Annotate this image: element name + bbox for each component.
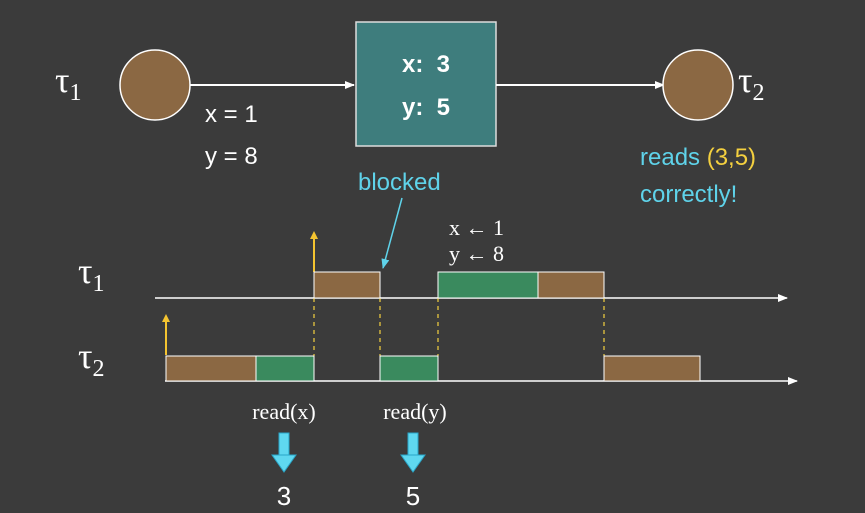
timeline-task2-label: τ2 — [78, 336, 104, 382]
reads-values: (3,5) — [707, 144, 756, 171]
task1-node — [119, 49, 191, 121]
reads-result-line2: correctly! — [640, 181, 737, 208]
read-y-label: read(y) — [383, 399, 447, 424]
assign-x-label: x ← 1 — [449, 215, 504, 240]
task1-segment-brown — [313, 271, 381, 299]
task2-segment-green — [379, 355, 439, 382]
buffer-box — [355, 21, 497, 147]
task2-segment-green — [255, 355, 315, 382]
task1-segment-brown — [537, 271, 605, 299]
task2-segment-brown — [165, 355, 257, 382]
buffer-y-value: y: 5 — [402, 94, 450, 121]
buffer-x-value: x: 3 — [402, 51, 450, 78]
down-arrow-icon — [271, 432, 297, 473]
reads-result-line1: reads (3,5) — [640, 144, 756, 171]
result-x-value: 3 — [277, 481, 291, 511]
task1-segment-green — [437, 271, 539, 299]
write-y-label: y = 8 — [205, 143, 258, 170]
down-arrow-icon — [400, 432, 426, 473]
blocked-pointer-arrow — [381, 197, 403, 269]
timeline-task1-label: τ1 — [78, 251, 104, 297]
blocked-label: blocked — [358, 169, 441, 196]
task2-node — [662, 49, 734, 121]
read-x-label: read(x) — [252, 399, 316, 424]
assign-y-label: y ← 8 — [449, 241, 504, 266]
write-x-label: x = 1 — [205, 101, 258, 128]
task1-label: τ1 — [55, 60, 81, 106]
result-y-value: 5 — [406, 481, 420, 511]
task2-segment-brown — [603, 355, 701, 382]
task2-label: τ2 — [738, 60, 764, 106]
